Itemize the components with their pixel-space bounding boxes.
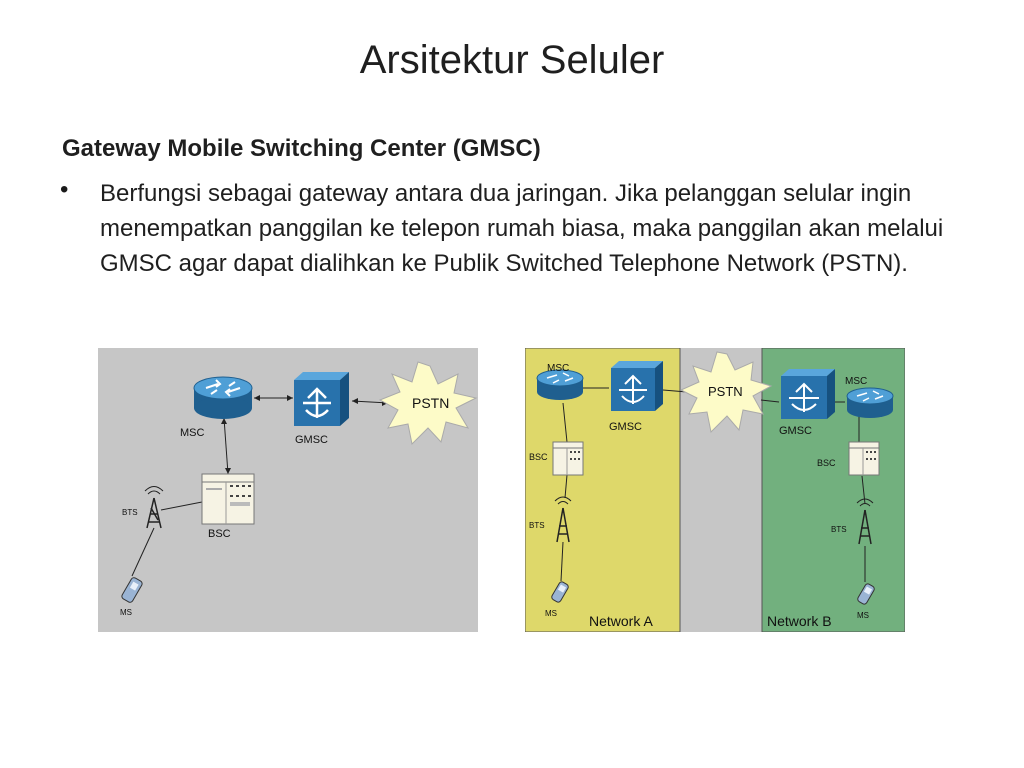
network-diagram-single: MSC GMSC PSTN BSC BTS MS: [98, 348, 478, 632]
bts-tower-icon: [554, 496, 572, 543]
bullet-item: • Berfungsi sebagai gateway antara dua j…: [60, 176, 960, 281]
a-ms-label: MS: [545, 609, 557, 618]
switch-icon: [781, 369, 835, 419]
network-b-label: Network B: [767, 613, 832, 629]
network-a-label: Network A: [589, 613, 653, 629]
bsc-rack-icon: [552, 441, 584, 476]
b-ms-label: MS: [857, 611, 869, 620]
bts-tower-icon: [144, 486, 164, 529]
a-msc-label: MSC: [547, 363, 569, 374]
bsc-label: BSC: [208, 528, 231, 540]
bsc-rack-icon: [201, 473, 255, 525]
b-bts-label: BTS: [831, 525, 847, 534]
b-bsc-label: BSC: [817, 458, 836, 468]
bts-label: BTS: [122, 508, 138, 517]
bsc-rack-icon: [848, 441, 880, 476]
pstn-label: PSTN: [708, 384, 743, 399]
pstn-burst-icon: [679, 351, 773, 434]
router-icon: [193, 376, 253, 419]
a-bsc-label: BSC: [529, 452, 548, 462]
ms-label: MS: [120, 608, 132, 617]
gmsc-label: GMSC: [295, 434, 328, 446]
mobile-phone-icon: [121, 577, 143, 603]
pstn-burst-icon: [378, 361, 478, 446]
a-bts-label: BTS: [529, 521, 545, 530]
a-gmsc-label: GMSC: [609, 421, 642, 433]
router-icon: [536, 369, 584, 400]
switch-icon: [611, 361, 663, 411]
bullet-text: Berfungsi sebagai gateway antara dua jar…: [100, 180, 944, 277]
slide-title: Arsitektur Seluler: [359, 38, 665, 82]
b-gmsc-label: GMSC: [779, 425, 812, 437]
b-msc-label: MSC: [845, 376, 867, 387]
msc-label: MSC: [180, 427, 205, 439]
section-heading: Gateway Mobile Switching Center (GMSC): [62, 135, 541, 162]
mobile-phone-icon: [857, 583, 875, 605]
bullet-dot: •: [60, 176, 69, 203]
mobile-phone-icon: [551, 581, 569, 603]
switch-icon: [294, 372, 349, 426]
network-diagram-dual: MSC GMSC PSTN GMSC MSC BSC BSC: [525, 348, 905, 632]
pstn-label: PSTN: [412, 395, 449, 411]
bts-tower-icon: [856, 498, 874, 545]
router-icon: [846, 387, 894, 418]
